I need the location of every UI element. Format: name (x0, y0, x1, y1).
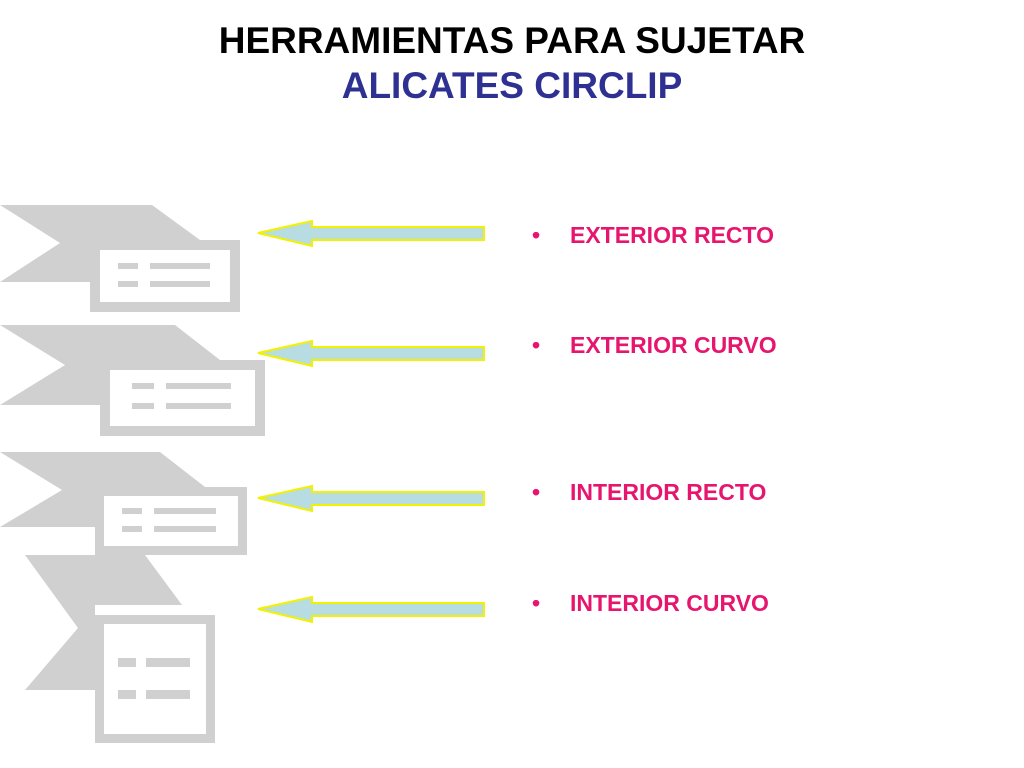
title-subtitle: ALICATES CIRCLIP (341, 65, 683, 106)
list-item-label: INTERIOR CURVO (570, 590, 769, 616)
list-item: • INTERIOR CURVO (532, 590, 769, 617)
list-item: • EXTERIOR RECTO (532, 222, 774, 249)
picture-placeholder-icon (0, 325, 265, 436)
left-arrow-icon (257, 339, 485, 368)
list-item-label: INTERIOR RECTO (570, 479, 767, 505)
picture-placeholder-icon (0, 452, 247, 555)
slide-title: HERRAMIENTAS PARA SUJETAR ALICATES CIRCL… (0, 18, 1024, 108)
bullet-icon: • (532, 479, 541, 505)
bullet-icon: • (532, 222, 541, 248)
bullet-icon: • (532, 590, 541, 616)
list-item: • EXTERIOR CURVO (532, 332, 777, 359)
bullet-icon: • (532, 332, 541, 358)
picture-placeholder-icon (25, 555, 215, 743)
left-arrow-icon (257, 484, 485, 513)
list-item: • INTERIOR RECTO (532, 479, 766, 506)
title-main: HERRAMIENTAS PARA SUJETAR (218, 20, 806, 61)
picture-placeholder-icon (0, 205, 240, 312)
left-arrow-icon (257, 219, 485, 248)
list-item-label: EXTERIOR CURVO (570, 332, 777, 358)
left-arrow-icon (257, 595, 485, 624)
list-item-label: EXTERIOR RECTO (570, 222, 775, 248)
